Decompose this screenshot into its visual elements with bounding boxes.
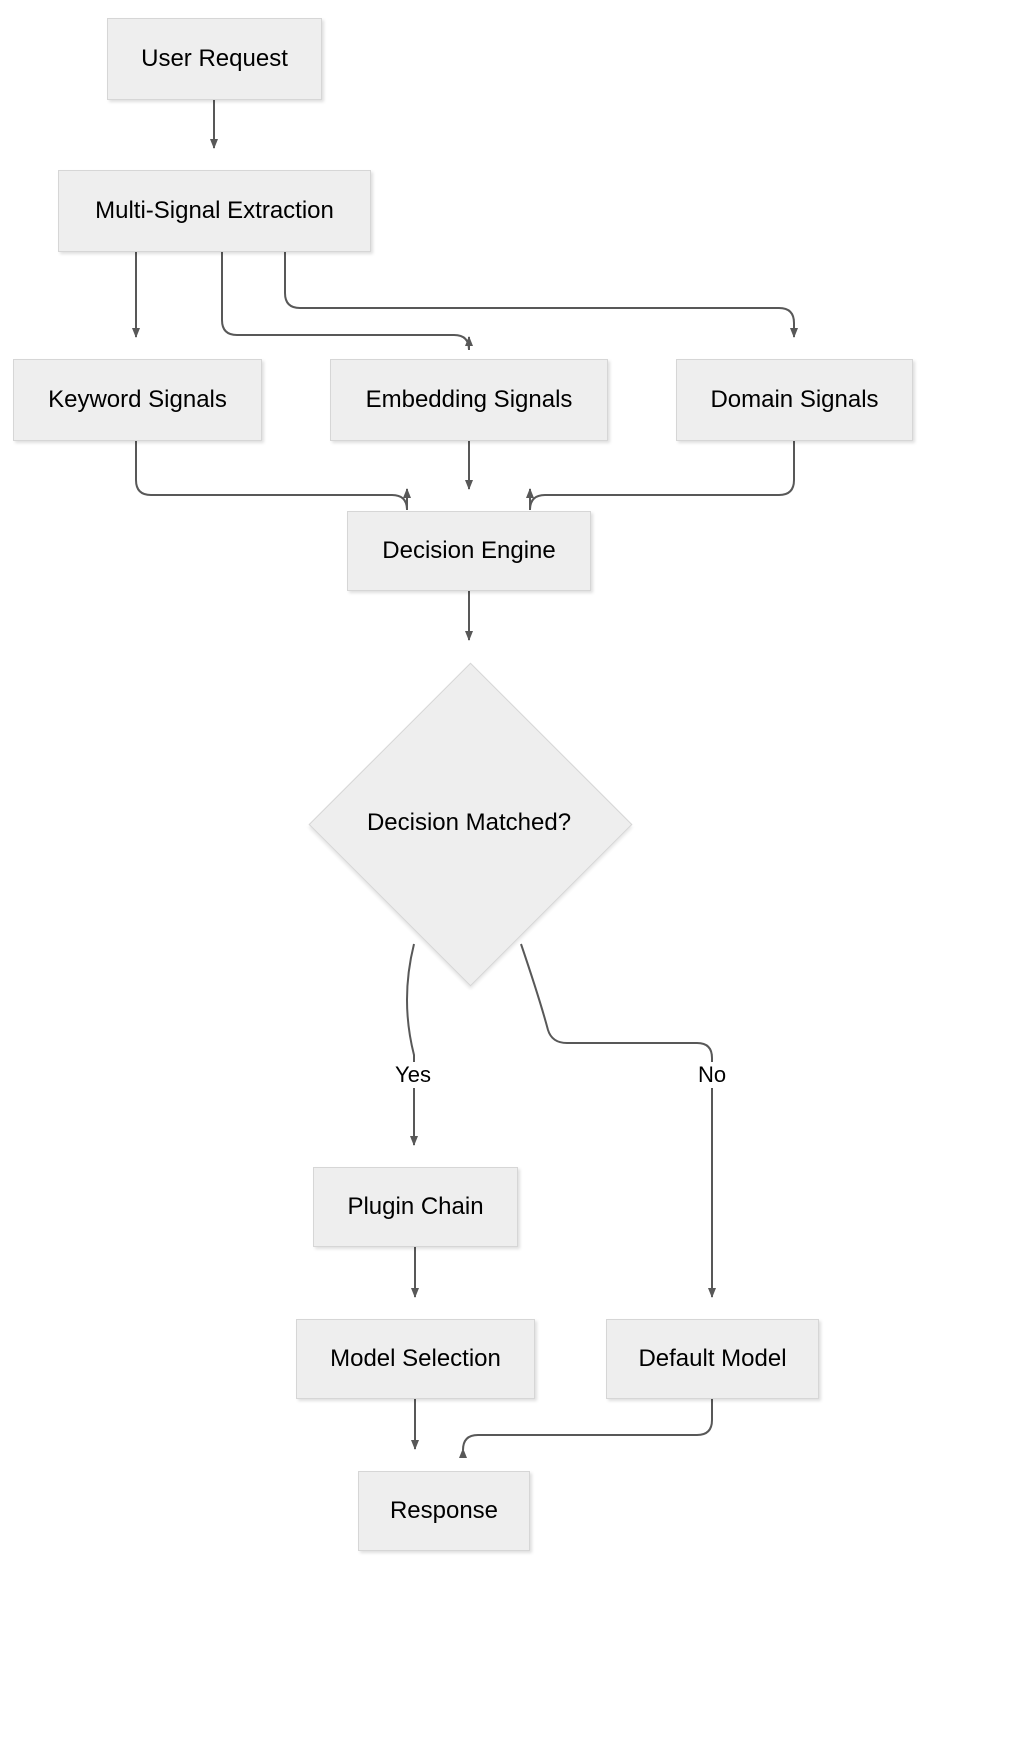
- edge-decision-matched-to-default-model: [520, 943, 716, 1298]
- node-label: Decision Matched?: [366, 809, 572, 836]
- node-label: Default Model: [638, 1344, 787, 1372]
- edge-decision-matched-to-plugin-chain: [406, 943, 418, 1146]
- node-label: User Request: [141, 44, 288, 72]
- node-domain-signals[interactable]: Domain Signals: [676, 359, 913, 441]
- node-embedding-signals[interactable]: Embedding Signals: [330, 359, 608, 441]
- node-decision-matched[interactable]: Decision Matched?: [308, 662, 632, 986]
- node-plugin-chain[interactable]: Plugin Chain: [313, 1167, 518, 1247]
- edge-keyword-signals-to-decision-engine: [135, 441, 411, 511]
- edge-default-model-to-response: [459, 1399, 713, 1458]
- edge-multi-signal-to-domain-signals: [284, 252, 798, 338]
- node-response[interactable]: Response: [358, 1471, 530, 1551]
- node-model-selection[interactable]: Model Selection: [296, 1319, 535, 1399]
- node-label: Embedding Signals: [365, 385, 573, 413]
- edge-multi-signal-to-embedding-signals: [221, 252, 473, 351]
- node-keyword-signals[interactable]: Keyword Signals: [13, 359, 262, 441]
- node-label: Domain Signals: [710, 385, 879, 413]
- edge-label-no: No: [693, 1062, 731, 1088]
- node-multi-signal-extraction[interactable]: Multi-Signal Extraction: [58, 170, 371, 252]
- node-default-model[interactable]: Default Model: [606, 1319, 819, 1399]
- node-decision-engine[interactable]: Decision Engine: [347, 511, 591, 591]
- node-label: Keyword Signals: [48, 385, 227, 413]
- node-label: Response: [389, 1496, 499, 1524]
- node-label: Multi-Signal Extraction: [95, 196, 334, 224]
- edge-label-yes: Yes: [391, 1062, 435, 1088]
- node-label: Plugin Chain: [347, 1192, 484, 1220]
- node-label: Decision Engine: [382, 536, 556, 564]
- node-user-request[interactable]: User Request: [107, 18, 322, 100]
- node-label: Model Selection: [330, 1344, 501, 1372]
- edge-domain-signals-to-decision-engine: [526, 441, 795, 511]
